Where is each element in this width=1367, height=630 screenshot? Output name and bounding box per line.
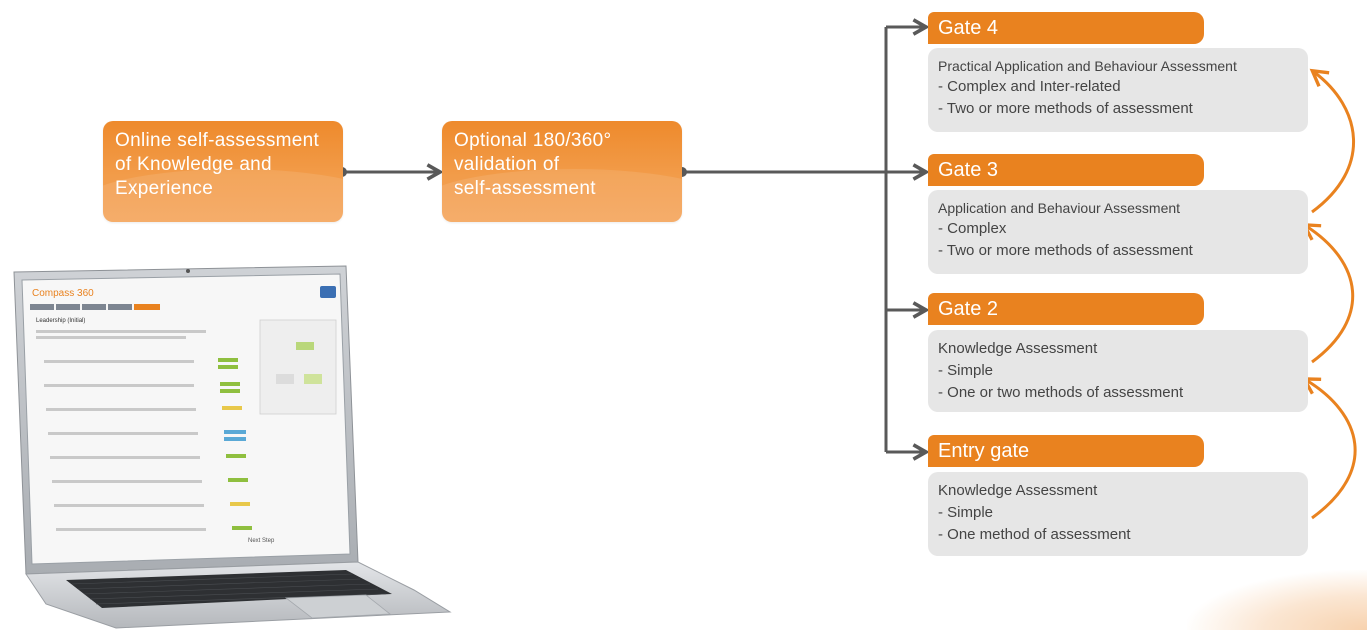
screen-nav-tabs	[30, 304, 160, 310]
corner-swoosh-decoration	[1187, 570, 1367, 630]
screen-question-rows	[36, 330, 206, 531]
box-shine	[103, 169, 343, 222]
screen-logo	[320, 286, 336, 298]
gate-4-title: Practical Application and Behaviour Asse…	[938, 58, 1237, 74]
screen-side-chip	[276, 374, 294, 384]
gate-3-item-1: - Complex	[938, 220, 1007, 237]
entry-gate-header: Entry gate	[928, 435, 1204, 467]
entry-gate-title: Knowledge Assessment	[938, 482, 1098, 499]
progression-arrow-gate2-to-gate3	[1301, 223, 1355, 364]
screen-side-chip	[296, 342, 314, 350]
gate-3-title: Application and Behaviour Assessment	[938, 200, 1181, 216]
laptop-camera	[186, 269, 190, 273]
laptop-keyboard-keys	[71, 573, 387, 605]
progression-arrow-gate3-to-gate4	[1309, 68, 1355, 214]
gate-2-title: Knowledge Assessment	[938, 340, 1098, 357]
entry-gate-body: Knowledge Assessment - Simple - One meth…	[928, 472, 1308, 556]
screen-submit-label: Next Step	[248, 538, 275, 544]
laptop-illustration: Compass 360 Leadership (Initial)	[13, 265, 452, 629]
gate-4-header: Gate 4	[928, 12, 1204, 44]
gate-4-item-2: - Two or more methods of assessment	[938, 100, 1193, 117]
screen-section-heading: Leadership (Initial)	[36, 318, 85, 324]
gate-2-item-1: - Simple	[938, 362, 994, 379]
gate-3-body: Application and Behaviour Assessment - C…	[928, 190, 1308, 274]
step-2-line-1: Optional 180/360°	[454, 130, 612, 151]
box-shine	[442, 169, 682, 222]
progression-arrow-entry-to-gate2	[1301, 377, 1357, 520]
gate-2-header: Gate 2	[928, 293, 1204, 325]
screen-side-panel	[259, 319, 337, 415]
gate-4-item-1: - Complex and Inter-related	[938, 78, 1121, 95]
step-1-line-2: of Knowledge and	[115, 154, 272, 175]
gate-2-item-2: - One or two methods of assessment	[938, 384, 1184, 401]
step-1-line-1: Online self-assessment	[115, 130, 320, 151]
step-2-line-2: validation of	[454, 154, 560, 175]
step-1-line-3: Experience	[115, 178, 214, 199]
laptop-trackpad	[284, 594, 392, 619]
gate-3-header: Gate 3	[928, 154, 1204, 186]
gate-2-body: Knowledge Assessment - Simple - One or t…	[928, 330, 1308, 412]
step-1-text: Online self-assessment of Knowledge and …	[115, 129, 335, 201]
gate-3-item-2: - Two or more methods of assessment	[938, 242, 1193, 259]
screen-rating-chips	[218, 358, 252, 530]
entry-gate-item-1: - Simple	[938, 504, 994, 521]
gate-4-body: Practical Application and Behaviour Asse…	[928, 48, 1308, 132]
step-2-line-3: self-assessment	[454, 178, 596, 199]
screen-app-title: Compass 360	[32, 288, 94, 299]
entry-gate-item-2: - One method of assessment	[938, 526, 1131, 543]
step-2-text: Optional 180/360° validation of self-ass…	[454, 129, 674, 201]
step-optional-validation: Optional 180/360° validation of self-ass…	[442, 121, 682, 222]
step-online-self-assessment: Online self-assessment of Knowledge and …	[103, 121, 343, 222]
screen-side-chip	[304, 374, 322, 384]
